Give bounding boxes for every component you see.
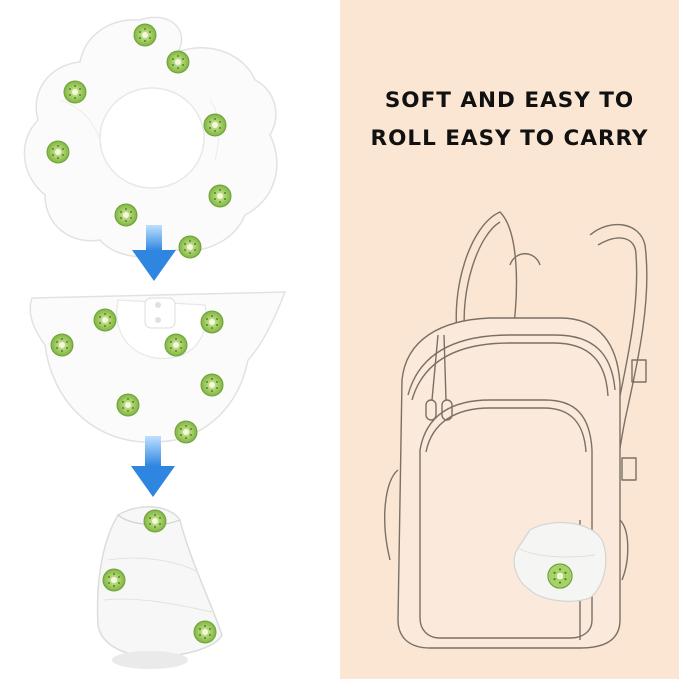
backpack-front-pocket (419, 399, 593, 639)
folding-steps-illustration (23, 16, 287, 669)
carry-scene-panel: SOFT AND EASY TO ROLL EASY TO CARRY (340, 0, 679, 679)
backpack-handle (509, 253, 541, 266)
strap-buckle (631, 359, 647, 383)
bib-folded (29, 291, 287, 444)
rolled-bib-in-pocket (513, 521, 607, 602)
bib-flat (23, 16, 278, 259)
backpack-illustration (384, 211, 648, 649)
headline-line-1: SOFT AND EASY TO (384, 88, 635, 113)
backpack-strap-left (455, 211, 518, 341)
bib-rolled (96, 506, 223, 669)
arrow-down-icon (131, 436, 175, 497)
headline-line-2: ROLL EASY TO CARRY (370, 126, 649, 151)
arrow-down-icon (132, 225, 176, 281)
headline: SOFT AND EASY TO ROLL EASY TO CARRY (340, 82, 679, 158)
folding-steps-panel (23, 16, 287, 669)
